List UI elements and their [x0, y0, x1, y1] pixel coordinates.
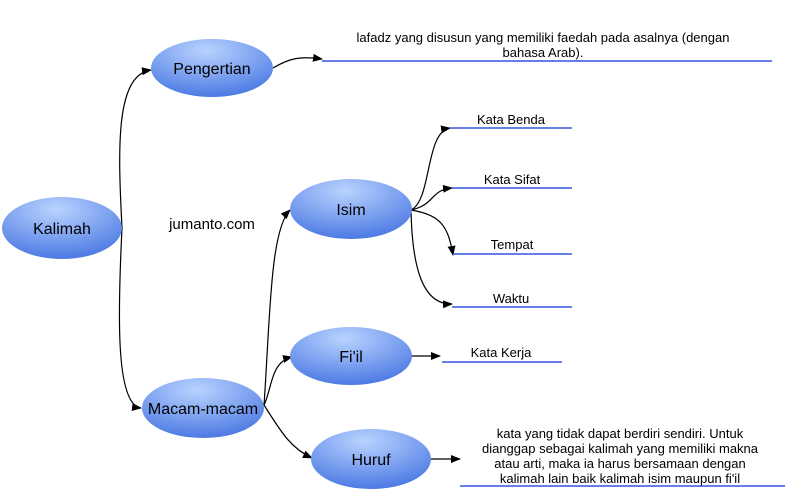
- leaf-waktu: Waktu: [493, 291, 529, 306]
- node-isim[interactable]: Isim: [290, 179, 412, 239]
- node-huruf-label: Huruf: [351, 452, 391, 469]
- connector-macam-fiil: [263, 355, 293, 406]
- connector-macam-isim: [263, 209, 291, 406]
- huruf-note-line-3: atau arti, maka ia harus bersamaan denga…: [494, 456, 746, 471]
- node-fiil-label: Fi'il: [339, 349, 363, 366]
- huruf-note-line-4: kalimah lain baik kalimah isim maupun fi…: [500, 471, 740, 486]
- leaf-kata-sifat: Kata Sifat: [484, 172, 541, 187]
- node-huruf[interactable]: Huruf: [311, 429, 431, 489]
- connector-pengertian-definition: [272, 53, 323, 69]
- connector-isim-tempat: [410, 209, 456, 256]
- node-isim-label: Isim: [336, 202, 365, 219]
- node-fiil[interactable]: Fi'il: [290, 327, 412, 385]
- connector-isim-waktu: [410, 209, 453, 309]
- connector-isim-kata-sifat: [410, 184, 453, 211]
- node-pengertian[interactable]: Pengertian: [151, 39, 273, 97]
- leaf-kata-benda: Kata Benda: [477, 112, 546, 127]
- leaf-kata-kerja: Kata Kerja: [471, 345, 532, 360]
- huruf-note-line-2: dianggap sebagai kalimah yang memiliki m…: [482, 441, 759, 456]
- underlines: [322, 60, 785, 487]
- connector-macam-huruf: [263, 404, 313, 459]
- watermark-text: jumanto.com: [168, 216, 255, 233]
- connector-kalimah-macam: [118, 227, 142, 411]
- leaf-tempat: Tempat: [491, 237, 534, 252]
- connectors: [118, 53, 461, 463]
- node-macam[interactable]: Macam-macam: [142, 378, 264, 438]
- node-macam-label: Macam-macam: [148, 401, 258, 418]
- definition-line-2: bahasa Arab).: [503, 45, 584, 60]
- huruf-note-line-1: kata yang tidak dapat berdiri sendiri. U…: [497, 426, 744, 441]
- connector-kalimah-pengertian: [119, 67, 152, 229]
- node-pengertian-label: Pengertian: [173, 61, 250, 78]
- connector-isim-kata-benda: [410, 125, 451, 211]
- node-kalimah-label: Kalimah: [33, 221, 91, 238]
- definition-line-1: lafadz yang disusun yang memiliki faedah…: [357, 30, 730, 45]
- node-kalimah[interactable]: Kalimah: [2, 197, 122, 259]
